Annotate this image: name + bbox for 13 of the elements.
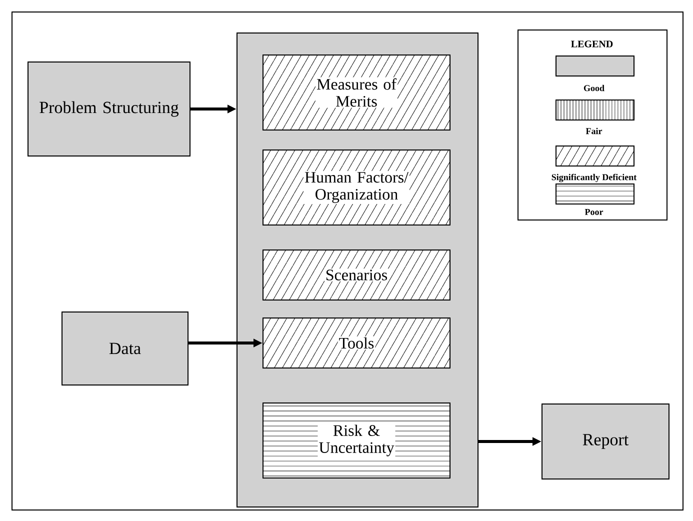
legend-title: LEGEND: [571, 40, 613, 48]
process-box: Data: [62, 312, 188, 386]
legend-label: Fair: [586, 128, 602, 134]
legend-label: Good: [584, 84, 604, 92]
process-box: Problem Structuring: [28, 62, 190, 156]
legend-label: Significantly Deficient: [552, 174, 637, 182]
process-box: Measures of Merits: [316, 77, 398, 108]
process-box: Scenarios: [324, 268, 389, 282]
process-box: Human Factors/ Organization: [304, 171, 410, 204]
process-box: Tools: [338, 336, 376, 350]
legend-label: Poor: [584, 209, 604, 215]
process-box: Risk & Uncertainty: [318, 424, 396, 458]
process-box: Report: [542, 404, 670, 480]
